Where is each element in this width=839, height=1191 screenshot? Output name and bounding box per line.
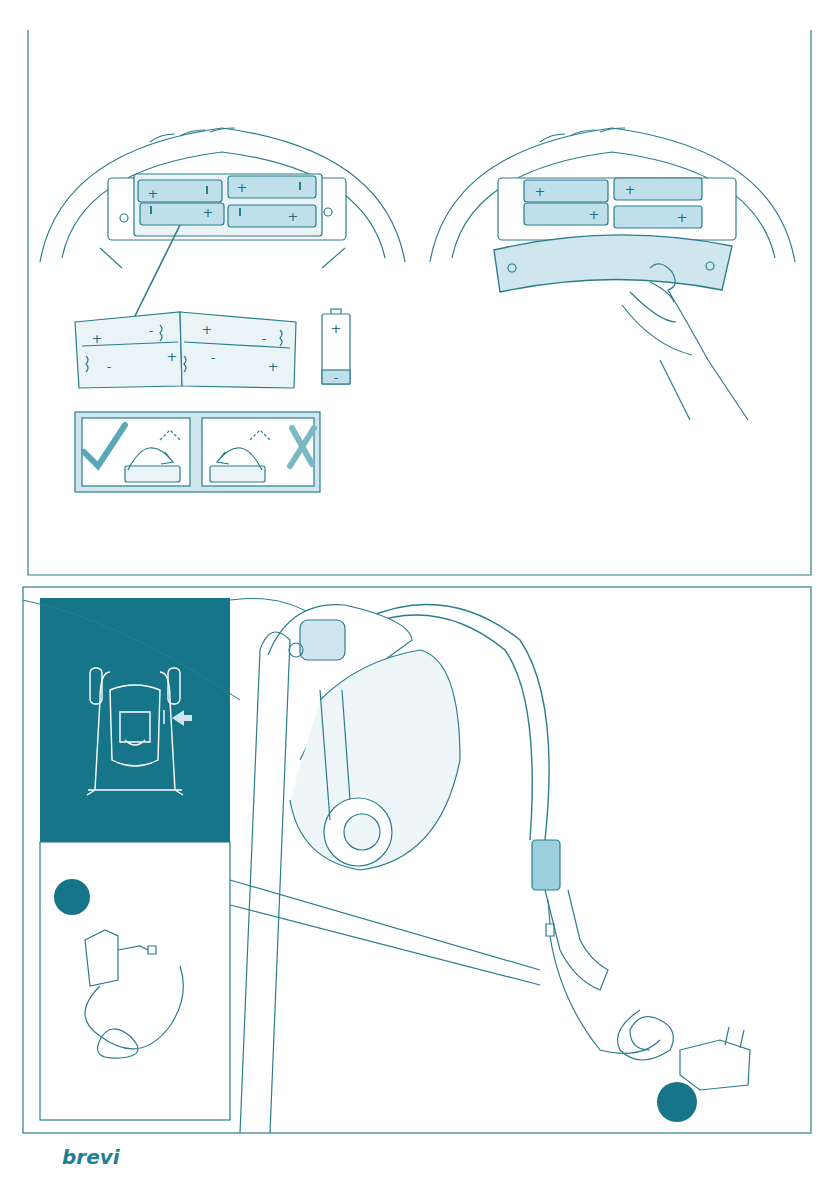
polarity-mark: + bbox=[92, 332, 103, 345]
polarity-mark: - bbox=[107, 360, 112, 373]
brand-logo: brevi bbox=[62, 1147, 120, 1167]
polarity-mark: - bbox=[211, 351, 216, 364]
polarity-mark: - bbox=[262, 332, 267, 345]
polarity-mark: + bbox=[677, 211, 688, 224]
polarity-mark: + bbox=[202, 323, 213, 336]
polarity-mark: + bbox=[268, 360, 279, 373]
polarity-mark: + bbox=[535, 185, 546, 198]
polarity-mark: - bbox=[334, 371, 339, 384]
polarity-mark: + bbox=[167, 350, 178, 363]
polarity-mark: + bbox=[148, 187, 159, 200]
polarity-mark: + bbox=[331, 322, 342, 335]
polarity-mark: + bbox=[288, 210, 299, 223]
polarity-mark: + bbox=[203, 206, 214, 219]
polarity-mark: + bbox=[237, 181, 248, 194]
polarity-mark: - bbox=[149, 324, 154, 337]
polarity-mark: + bbox=[589, 208, 600, 221]
polarity-mark: + bbox=[625, 183, 636, 196]
